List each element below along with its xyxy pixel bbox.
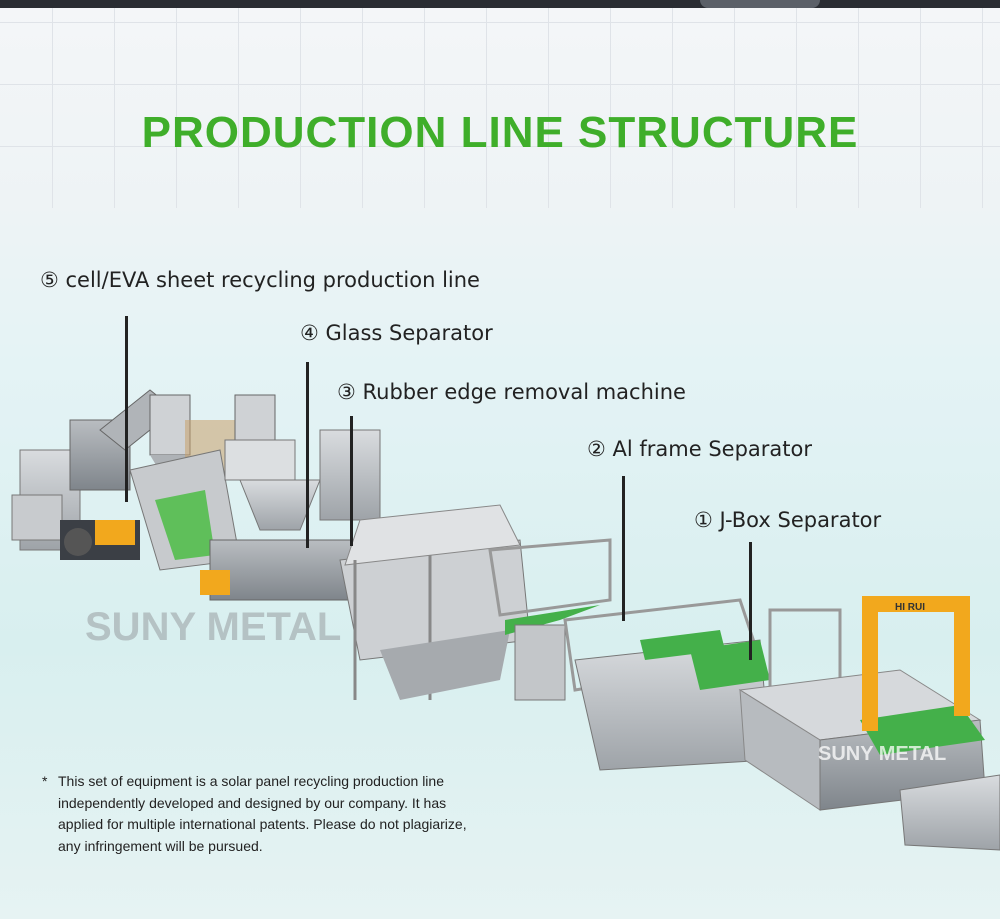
page-title: PRODUCTION LINE STRUCTURE (141, 108, 859, 157)
pointer-line-2 (622, 476, 625, 621)
note-line: This set of equipment is a solar panel r… (58, 773, 444, 789)
pointer-line-1 (749, 542, 752, 660)
label-glass-separator: ④ Glass Separator (300, 321, 493, 345)
glass-and-edge-machines-shape (339, 504, 612, 701)
label-al-frame-separator: ② Al frame Separator (587, 437, 812, 461)
note-line: any infringement will be pursued. (58, 837, 263, 854)
label-j-box-separator: ① J-Box Separator (694, 508, 882, 532)
pointer-line-4 (306, 362, 309, 548)
grid-background (0, 8, 1000, 208)
note-asterisk: * (42, 773, 48, 789)
watermark-main: SUNY METAL (85, 605, 341, 649)
note-line: applied for multiple international paten… (58, 816, 467, 832)
top-photo-strip (0, 0, 1000, 8)
label-cell-eva-line: ⑤ cell/EVA sheet recycling production li… (40, 268, 480, 292)
label-rubber-edge-removal: ③ Rubber edge removal machine (337, 380, 686, 404)
gantry-text: HI RUI (895, 602, 925, 613)
j-box-separator-shape: HI RUI (738, 596, 1000, 851)
note-line: independently developed and designed by … (58, 794, 447, 811)
watermark-secondary: SUNY METAL (818, 743, 946, 765)
cell-eva-recycling-line-shape (11, 389, 381, 601)
pointer-line-5 (125, 316, 128, 502)
pointer-line-3 (350, 416, 353, 546)
